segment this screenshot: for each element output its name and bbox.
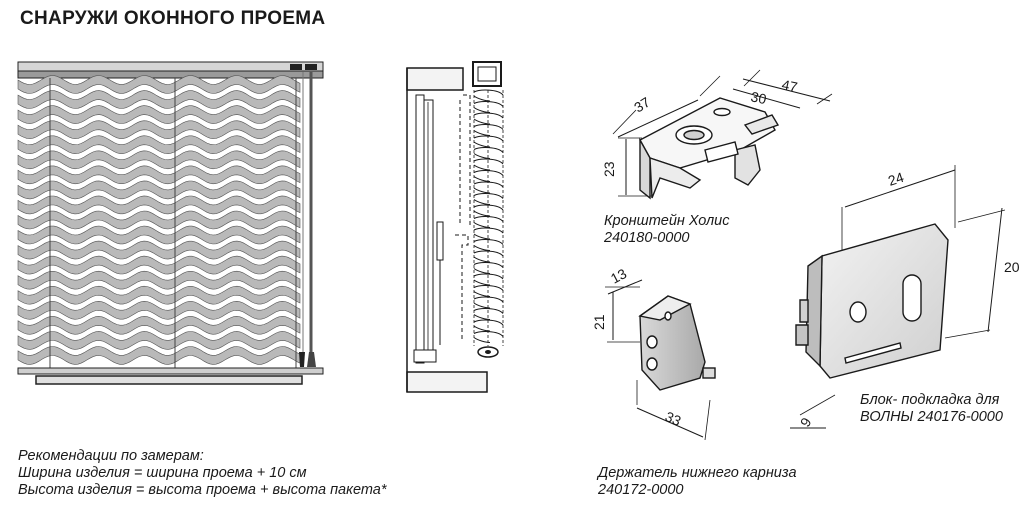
dim-37: 37 — [631, 94, 653, 116]
pad-caption-name: Блок- подкладка для — [860, 392, 1000, 408]
holder-caption: Держатель нижнего карниза 240172-0000 — [598, 465, 797, 499]
side-slat — [473, 101, 504, 113]
pad-caption-code: ВОЛНЫ 240176-0000 — [860, 409, 1003, 425]
side-slat — [473, 227, 504, 240]
bracket-holis-drawing — [612, 69, 833, 200]
side-slat — [473, 273, 504, 286]
bracket-caption-code: 240180-0000 — [604, 230, 690, 246]
side-slat — [473, 262, 504, 274]
slat — [17, 120, 301, 139]
blind-side-slats — [473, 89, 504, 346]
side-slat — [473, 193, 504, 205]
side-slat — [473, 319, 504, 332]
side-ladder-cords — [473, 90, 504, 346]
slat — [17, 90, 301, 109]
side-slat — [473, 158, 504, 171]
slat — [17, 316, 301, 335]
blind-side-view — [406, 61, 504, 393]
side-slat — [473, 250, 504, 263]
slat — [17, 225, 301, 245]
dim-24: 24 — [886, 169, 906, 189]
page-title: СНАРУЖИ ОКОННОГО ПРОЕМА — [20, 8, 326, 29]
dim-21: 21 — [591, 314, 607, 330]
slat — [17, 270, 301, 290]
side-slat — [473, 204, 504, 217]
pad-caption: Блок- подкладка для ВОЛНЫ 240176-0000 — [860, 392, 1003, 426]
pad-block-drawing — [790, 165, 1006, 429]
side-slat — [473, 89, 504, 102]
holder-caption-code: 240172-0000 — [598, 482, 684, 498]
dim-33: 33 — [663, 408, 684, 429]
side-slat — [473, 112, 504, 125]
slat — [17, 75, 301, 94]
slat — [17, 240, 301, 260]
side-slat — [473, 216, 504, 228]
notes-height-rule: Высота изделия = высота проема + высота … — [18, 482, 387, 498]
side-slat — [473, 285, 504, 297]
dim-30: 30 — [749, 88, 768, 107]
slat — [17, 285, 301, 305]
slat — [17, 331, 301, 350]
side-slat — [473, 181, 504, 194]
slat — [17, 150, 301, 170]
bracket-caption-name: Кронштейн Холис — [604, 213, 730, 229]
slat — [17, 180, 301, 200]
slat — [17, 165, 301, 185]
side-slat — [473, 124, 504, 136]
measurement-notes: Рекомендации по замерам: Ширина изделия … — [18, 448, 387, 499]
holder-caption-name: Держатель нижнего карниза — [598, 465, 797, 481]
bottom-rail-holder-drawing — [605, 279, 716, 441]
side-slat — [473, 147, 504, 159]
dim-23: 23 — [601, 161, 617, 177]
dim-9: 9 — [797, 415, 815, 430]
side-slat — [473, 331, 504, 343]
dim-20: 20 — [1004, 259, 1020, 275]
dim-13: 13 — [608, 265, 629, 287]
slat — [17, 105, 301, 124]
blind-slats — [17, 75, 301, 365]
side-slat — [473, 296, 504, 309]
slat — [17, 135, 301, 155]
bracket-caption: Кронштейн Холис 240180-0000 — [604, 213, 730, 247]
notes-width-rule: Ширина изделия = ширина проема + 10 см — [18, 465, 307, 481]
slat — [17, 300, 301, 320]
dim-47: 47 — [780, 76, 799, 95]
slat — [17, 195, 301, 215]
side-slat — [473, 135, 504, 148]
slat — [17, 210, 301, 230]
side-slat — [473, 170, 504, 182]
notes-heading: Рекомендации по замерам: — [18, 448, 204, 464]
slat — [17, 255, 301, 275]
side-slat — [473, 308, 504, 320]
side-slat — [473, 239, 504, 251]
blind-front-view — [17, 61, 324, 385]
